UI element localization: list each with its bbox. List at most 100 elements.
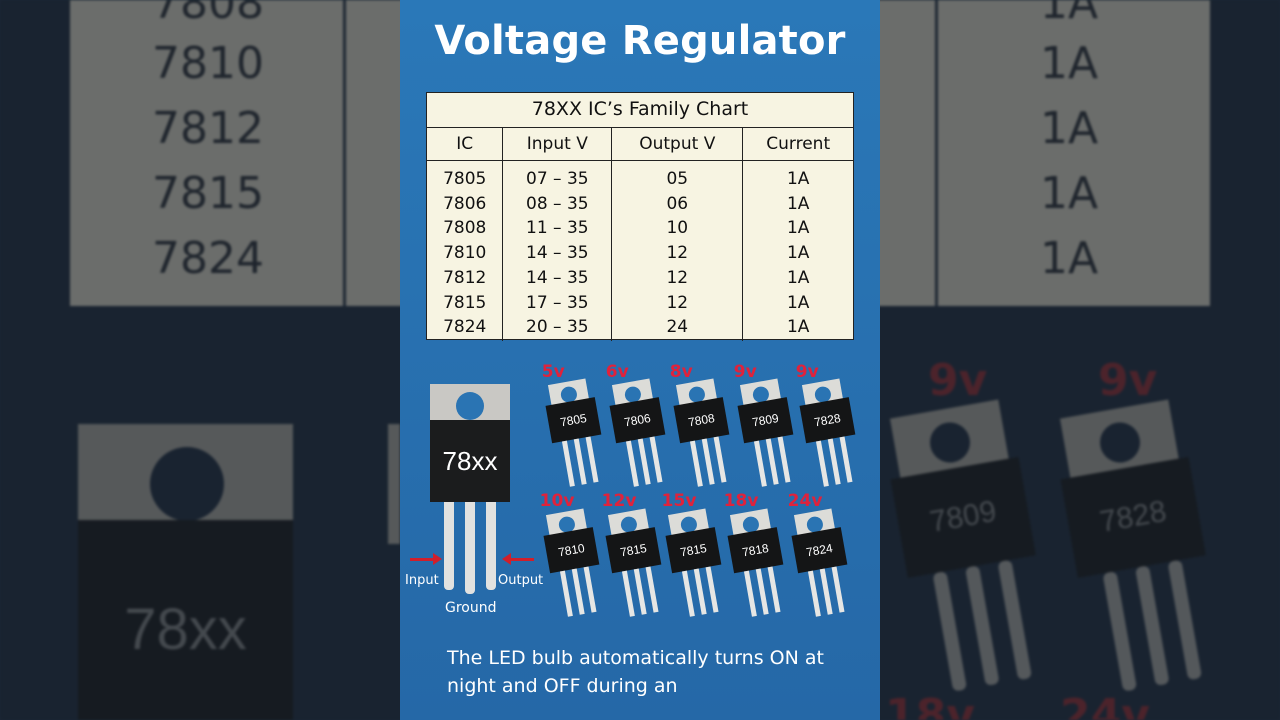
regulator-body: 78xx — [430, 420, 510, 502]
voltage-label: 12v — [601, 490, 637, 511]
col-header-ic: IC — [427, 127, 504, 161]
chip-leg — [681, 570, 695, 617]
voltage-label: 15v — [661, 490, 697, 511]
input-label: Input — [405, 573, 439, 588]
voltage-label: 8v — [669, 361, 693, 382]
chip-body: 7818 — [727, 527, 784, 574]
chip-leg — [621, 570, 635, 617]
chip-leg — [743, 570, 757, 617]
ground-label: Ground — [445, 600, 497, 616]
bg-voltage-label: 9v — [1098, 355, 1158, 406]
bg-chip-hole — [150, 447, 224, 521]
table-cell: 24 — [666, 317, 689, 338]
table-cell: 7808 — [443, 218, 487, 239]
table-cell: 7824 — [443, 317, 487, 338]
chip-leg — [649, 436, 663, 483]
chip-leg — [583, 566, 597, 613]
ic-column: 7805 7806 7808 7810 7812 7815 7824 — [427, 160, 504, 341]
table-cell: 17 – 35 — [526, 292, 589, 313]
chip-leg — [689, 440, 703, 487]
chip-leg — [807, 570, 821, 617]
bg-chip-tab — [388, 424, 400, 544]
chip-body: 7815 — [605, 527, 662, 574]
chip-body: 7824 — [791, 527, 848, 574]
table-cell: 1A — [786, 292, 810, 313]
page-title: Voltage Regulator — [434, 18, 846, 64]
chip-leg — [573, 438, 587, 485]
chip-leg — [571, 568, 585, 615]
chip-leg — [815, 440, 829, 487]
chip-leg — [767, 566, 781, 613]
voltage-label: 5v — [541, 361, 565, 382]
bg-voltage-label: 24v — [1060, 690, 1150, 720]
table-cell: 07 – 35 — [526, 169, 589, 189]
chip-leg — [637, 438, 651, 485]
input-column: 07 – 35 08 – 35 11 – 35 14 – 35 14 – 35 … — [502, 160, 613, 341]
voltage-label: 9v — [733, 361, 757, 382]
bg-ic-value: 7815 — [152, 168, 264, 219]
bg-chip-body: 78xx — [78, 520, 293, 720]
table-cell: 7810 — [443, 243, 487, 264]
table-cell: 12 — [666, 292, 689, 313]
input-arrow-icon — [410, 553, 442, 565]
chip-leg — [827, 438, 841, 485]
output-column: 05 06 10 12 12 12 24 — [611, 160, 744, 341]
caption-text: The LED bulb automatically turns ON at n… — [447, 647, 824, 697]
bg-table-divider — [935, 0, 938, 306]
mounting-hole — [456, 392, 484, 420]
chip-body: 7809 — [737, 397, 794, 444]
chip-leg — [753, 440, 767, 487]
output-pin — [486, 502, 496, 590]
input-pin — [444, 502, 454, 590]
bg-current-value: 1A — [1040, 38, 1099, 89]
chip-body: 7810 — [543, 527, 600, 574]
bg-ic-value: 7812 — [152, 103, 264, 154]
table-cell: 1A — [786, 218, 810, 239]
voltage-label: 10v — [539, 490, 575, 511]
bg-ic-value: 7810 — [152, 38, 264, 89]
table-cell: 08 – 35 — [526, 193, 589, 214]
chip-leg — [839, 436, 853, 483]
chip-leg — [645, 566, 659, 613]
table-cell: 1A — [786, 169, 810, 189]
bg-voltage-label: 9v — [928, 355, 988, 406]
output-arrow-icon — [502, 553, 534, 565]
table-cell: 11 – 35 — [526, 218, 589, 239]
output-label: Output — [498, 573, 544, 588]
bg-current-value: 1A — [1040, 103, 1099, 154]
voltage-label: 24v — [787, 490, 823, 511]
table-cell: 7815 — [443, 292, 487, 313]
table-cell: 14 – 35 — [526, 267, 589, 288]
chip-leg — [777, 436, 791, 483]
table-rows: 7805 7806 7808 7810 7812 7815 7824 07 – … — [427, 160, 853, 341]
table-cell: 7812 — [443, 267, 487, 288]
chart-caption: 78XX IC’s Family Chart — [427, 93, 853, 128]
table-cell: 1A — [786, 243, 810, 264]
table-cell: 14 – 35 — [526, 243, 589, 264]
chip-leg — [693, 568, 707, 615]
chip-leg — [765, 438, 779, 485]
table-cell: 12 — [666, 243, 689, 264]
bg-current-value: 1A — [1040, 168, 1099, 219]
col-header-current: Current — [742, 127, 853, 161]
col-header-input: Input V — [502, 127, 613, 161]
chip-leg — [625, 440, 639, 487]
family-chart-table: 78XX IC’s Family Chart IC Input V Output… — [426, 92, 854, 341]
current-column: 1A 1A 1A 1A 1A 1A 1A — [743, 161, 853, 341]
chip-body: 7808 — [673, 397, 730, 444]
ground-pin — [465, 502, 475, 594]
table-cell: 12 — [666, 267, 689, 288]
voltage-label: 9v — [795, 361, 819, 382]
chip-leg — [713, 436, 727, 483]
main-panel: Voltage Regulator 78XX IC’s Family Chart… — [400, 0, 880, 720]
table-cell: 06 — [666, 193, 689, 214]
bg-table-divider — [343, 0, 346, 306]
bg-ic-value: 7808 — [152, 0, 264, 29]
table-cell: 10 — [666, 218, 689, 239]
chip-body: 7828 — [799, 397, 856, 444]
table-cell: 20 – 35 — [526, 317, 589, 338]
col-header-output: Output V — [611, 127, 744, 161]
chip-leg — [819, 568, 833, 615]
table-cell: 1A — [786, 193, 810, 214]
chip-leg — [585, 436, 599, 483]
